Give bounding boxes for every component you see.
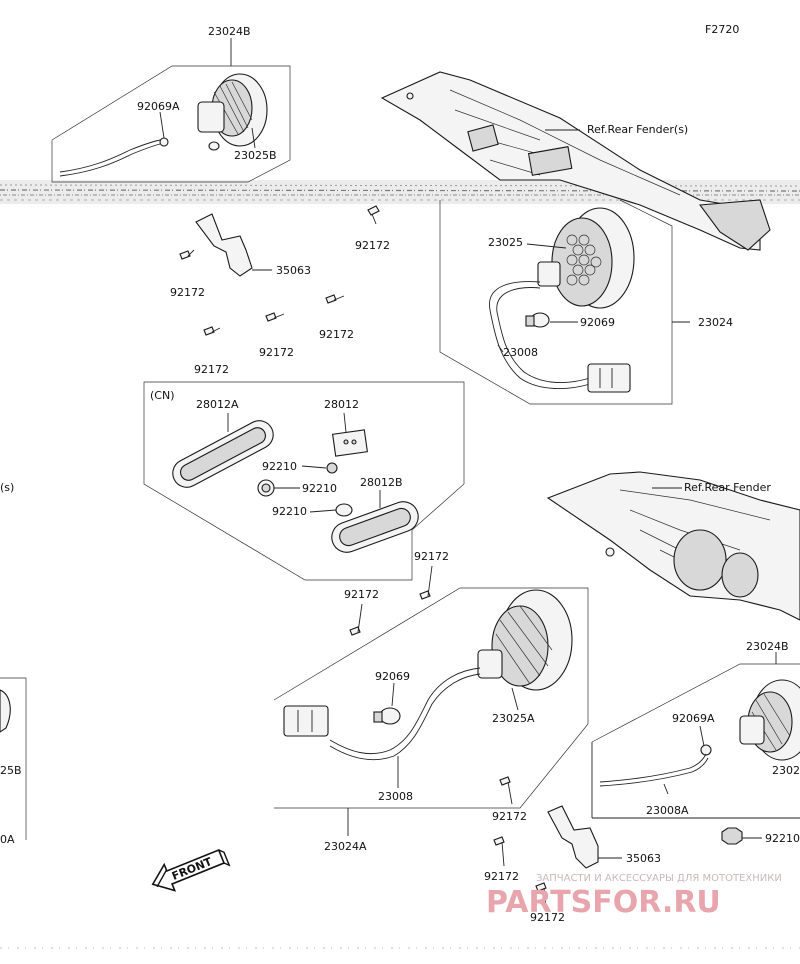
assembly-23024B-bottom	[591, 652, 800, 819]
label-92172-f: 92172	[414, 550, 449, 563]
label-0A-edge: 0A	[0, 833, 15, 846]
label-23025B-top: 23025B	[234, 149, 277, 162]
screws-middle	[349, 565, 433, 636]
label-23024B-top: 23024B	[208, 25, 251, 38]
nut-icon	[721, 827, 762, 845]
label-2302-edge: 2302	[772, 764, 800, 777]
watermark-tagline: ЗАПЧАСТИ И АКСЕССУАРЫ ДЛЯ МОТОТЕХНИКИ	[536, 873, 782, 884]
label-92069-right: 92069	[580, 316, 615, 329]
label-23008-left: 23008	[378, 790, 413, 803]
nut-icon	[301, 462, 338, 474]
screws-lower	[493, 776, 762, 907]
screw-icon	[325, 294, 345, 304]
label-92210-b: 92210	[302, 482, 337, 495]
label-35063-bottom: 35063	[626, 852, 661, 865]
label-23008A: 23008A	[646, 804, 689, 817]
label-ref-rear-fender-top: Ref.Rear Fender(s)	[587, 123, 688, 136]
label-92172-d: 92172	[259, 346, 294, 359]
label-92172-c: 92172	[319, 328, 354, 341]
front-arrow-label: FRONT	[170, 855, 214, 883]
label-92210-right: 92210	[765, 832, 800, 845]
label-35063-top: 35063	[276, 264, 311, 277]
label-92172-i: 92172	[484, 870, 519, 883]
label-92172-j: 92172	[530, 911, 565, 924]
label-92210-c: 92210	[272, 505, 307, 518]
left-edge-fragment	[0, 677, 27, 840]
rear-fender-top	[380, 71, 761, 251]
screw-icon	[499, 776, 513, 805]
label-23025A: 23025A	[492, 712, 535, 725]
label-23024: 23024	[698, 316, 733, 329]
label-ref-rear-fender-mid: Ref.Rear Fender	[684, 481, 771, 494]
diagram-code: F2720	[705, 23, 739, 36]
label-23024B-bottom: 23024B	[746, 640, 789, 653]
label-left-s: (s)	[0, 481, 14, 494]
watermark-logo: PARTSFOR.RU	[486, 885, 721, 920]
reflector-28012B	[331, 490, 419, 553]
screw-icon	[179, 249, 195, 260]
label-92210-a: 92210	[262, 460, 297, 473]
label-92172-e: 92172	[194, 363, 229, 376]
label-28012A: 28012A	[196, 398, 239, 411]
screw-icon	[419, 565, 433, 600]
rear-fender-edge	[698, 199, 771, 251]
screw-icon	[203, 326, 221, 336]
grommet-icon	[309, 503, 353, 517]
screw-icon	[367, 205, 380, 225]
rear-fender-mid	[546, 471, 800, 621]
screw-icon	[265, 312, 285, 322]
screws-upper	[179, 205, 380, 336]
label-92172-b: 92172	[170, 286, 205, 299]
bracket-35063-bottom	[547, 805, 622, 869]
label-23024A: 23024A	[324, 840, 367, 853]
grommet-icon	[257, 479, 300, 497]
label-92172-h: 92172	[492, 810, 527, 823]
screw-icon	[493, 836, 505, 867]
screw-icon	[535, 882, 547, 907]
label-92069A-top: 92069A	[137, 100, 180, 113]
screw-icon	[349, 603, 363, 636]
label-28012: 28012	[324, 398, 359, 411]
label-92069-left: 92069	[375, 670, 410, 683]
reflector-28012A	[172, 413, 274, 488]
label-25B-edge: 25B	[0, 764, 22, 777]
assembly-23024A	[273, 587, 589, 836]
label-28012B: 28012B	[360, 476, 403, 489]
label-92172-a: 92172	[355, 239, 390, 252]
label-92069A-bottom: 92069A	[672, 712, 715, 725]
label-92172-g: 92172	[344, 588, 379, 601]
bracket-35063-top	[195, 213, 272, 277]
front-direction-arrow	[151, 848, 231, 892]
label-cn: (CN)	[150, 389, 175, 402]
assembly-23024B-top	[51, 38, 291, 183]
cn-reflector-set	[143, 381, 465, 581]
plate-28012	[332, 412, 368, 457]
assembly-23024	[439, 199, 690, 405]
label-23008-right: 23008	[503, 346, 538, 359]
label-23025: 23025	[488, 236, 523, 249]
